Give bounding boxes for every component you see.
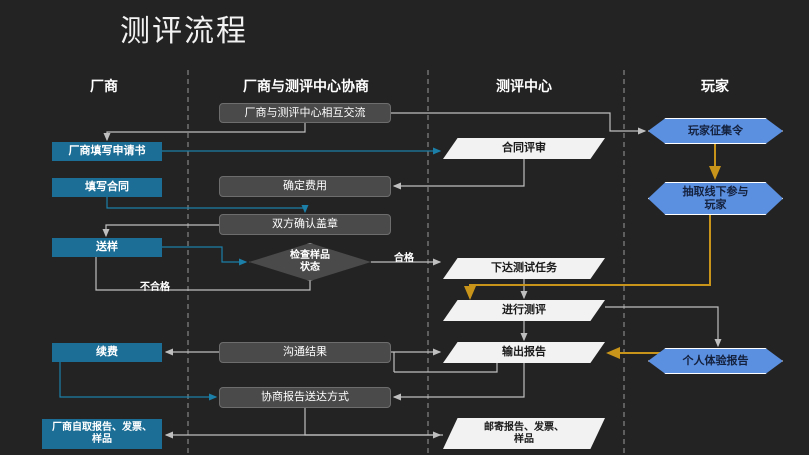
connectors-white (92, 112, 722, 439)
node-report-delivery-method[interactable]: 协商报告送达方式 (219, 387, 391, 408)
node-contract-review[interactable]: 合同评审 (443, 138, 605, 159)
node-contract-review-label: 合同评审 (502, 142, 546, 155)
node-output-report[interactable]: 输出报告 (443, 342, 605, 363)
node-check-sample-status-label: 检查样品 状态 (290, 250, 330, 273)
parallelogram-shape (443, 258, 605, 279)
edge-label-unqualified: 不合格 (140, 282, 170, 293)
node-personal-report-label: 个人体验报告 (682, 354, 749, 367)
node-vendor-pickup[interactable]: 厂商自取报告、发票、 样品 (42, 419, 162, 449)
node-mail-report[interactable]: 邮寄报告、发票、 样品 (443, 418, 605, 449)
lane-header-negotiation: 厂商与测评中心协商 (243, 78, 369, 94)
node-player-call-label: 玩家征集令 (688, 124, 743, 137)
node-draw-offline-players[interactable]: 抽取线下参与 玩家 (648, 182, 783, 215)
node-renew-fee[interactable]: 续费 (52, 343, 162, 362)
parallelogram-shape (443, 418, 605, 449)
node-draw-offline-players-label: 抽取线下参与 玩家 (682, 185, 749, 211)
lane-header-center: 测评中心 (496, 78, 552, 94)
node-confirm-fee[interactable]: 确定费用 (219, 176, 391, 197)
node-check-sample-status[interactable]: 检查样品 状态 (249, 243, 371, 281)
node-do-evaluation-label: 进行测评 (502, 304, 546, 317)
node-personal-report[interactable]: 个人体验报告 (648, 348, 783, 374)
node-mutual-exchange[interactable]: 厂商与测评中心相互交流 (219, 103, 391, 123)
hexagon-shape (648, 118, 783, 144)
node-player-call[interactable]: 玩家征集令 (648, 118, 783, 144)
node-do-evaluation[interactable]: 进行测评 (443, 300, 605, 321)
parallelogram-shape (443, 300, 605, 321)
hexagon-shape (648, 348, 783, 374)
node-issue-test-task[interactable]: 下达测试任务 (443, 258, 605, 279)
lane-header-player: 玩家 (701, 78, 729, 94)
node-vendor-application[interactable]: 厂商填写申请书 (52, 142, 162, 161)
lane-header-vendor: 厂商 (90, 78, 118, 94)
node-communicate-result[interactable]: 沟通结果 (219, 342, 391, 363)
hexagon-shape (648, 182, 783, 215)
connectors-gold (464, 144, 761, 362)
parallelogram-shape (443, 342, 605, 363)
node-fill-contract[interactable]: 填写合同 (52, 178, 162, 197)
node-issue-test-task-label: 下达测试任务 (491, 262, 557, 275)
node-mail-report-label: 邮寄报告、发票、 样品 (484, 421, 564, 445)
parallelogram-shape (443, 138, 605, 159)
node-output-report-label: 输出报告 (502, 346, 546, 359)
node-send-sample[interactable]: 送样 (52, 238, 162, 257)
page-title: 测评流程 (120, 15, 248, 48)
node-both-seal[interactable]: 双方确认盖章 (219, 214, 391, 235)
edge-label-qualified: 合格 (394, 253, 414, 264)
connectors-teal (59, 147, 442, 401)
